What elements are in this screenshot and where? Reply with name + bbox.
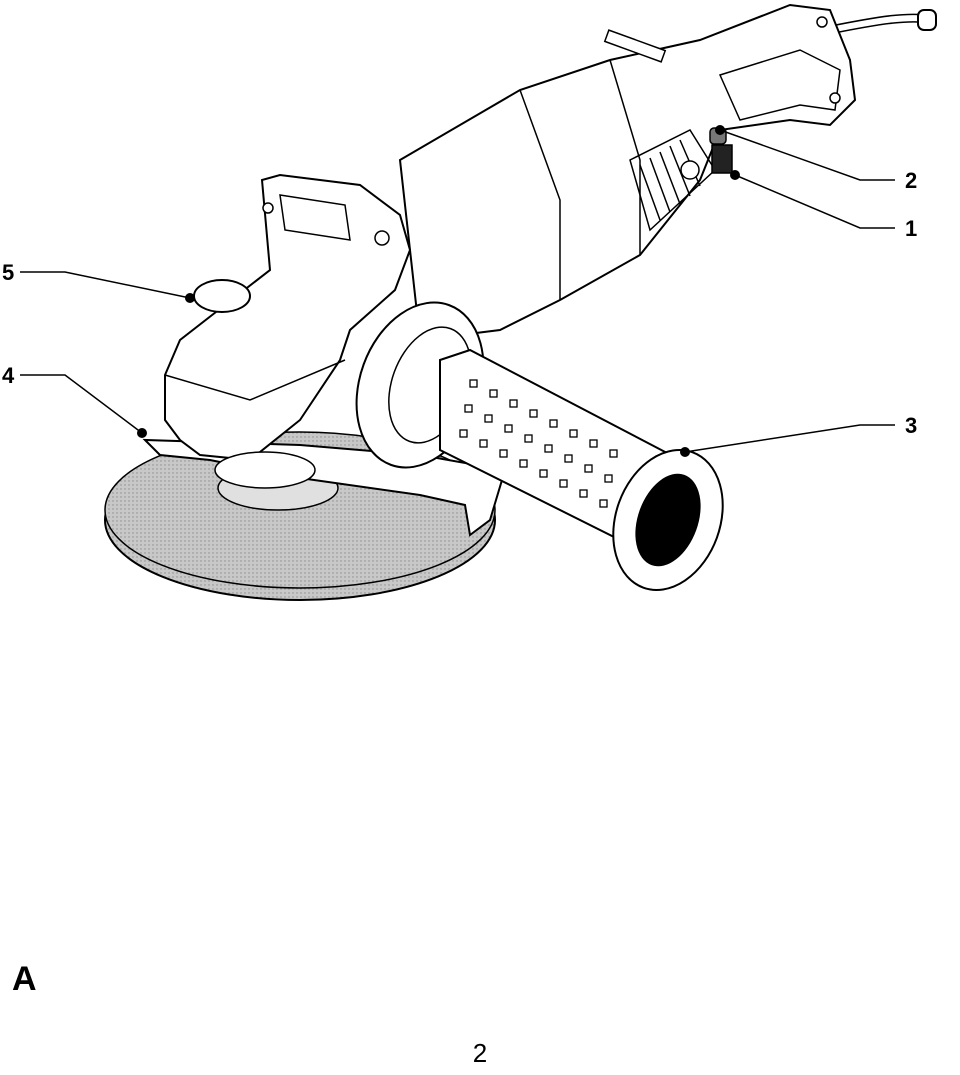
leader-line-4 [20,374,143,434]
spindle-flange [214,451,316,489]
leader-line-5 [20,271,191,299]
callout-label-3: 3 [905,413,917,438]
vent-screw [680,160,700,180]
top-switch-slider [603,29,667,63]
callout-dot-4 [137,428,147,438]
callout-label-4: 4 [2,363,15,388]
page-number: 2 [472,1038,488,1068]
leader-line-3 [684,424,895,453]
figure-label: A [12,960,37,998]
callout-label-1: 1 [905,216,917,241]
leader-line-2 [719,129,895,181]
callout-label-5: 5 [2,260,14,285]
side-handle-hole [635,473,701,567]
callout-dot-3 [680,447,690,457]
callout-dot-5 [185,293,195,303]
callout-dot-1 [730,170,740,180]
rear-handle [718,49,841,121]
callout-label-2: 2 [905,168,917,193]
side-handle [355,301,724,591]
spindle-lock-button [193,279,251,313]
cord-end [917,9,937,31]
callout-dot-2 [715,125,725,135]
angle-grinder-illustration: 1 2 3 4 5 [2,3,937,601]
trigger-switch [711,144,733,174]
leader-line-1 [734,174,895,229]
